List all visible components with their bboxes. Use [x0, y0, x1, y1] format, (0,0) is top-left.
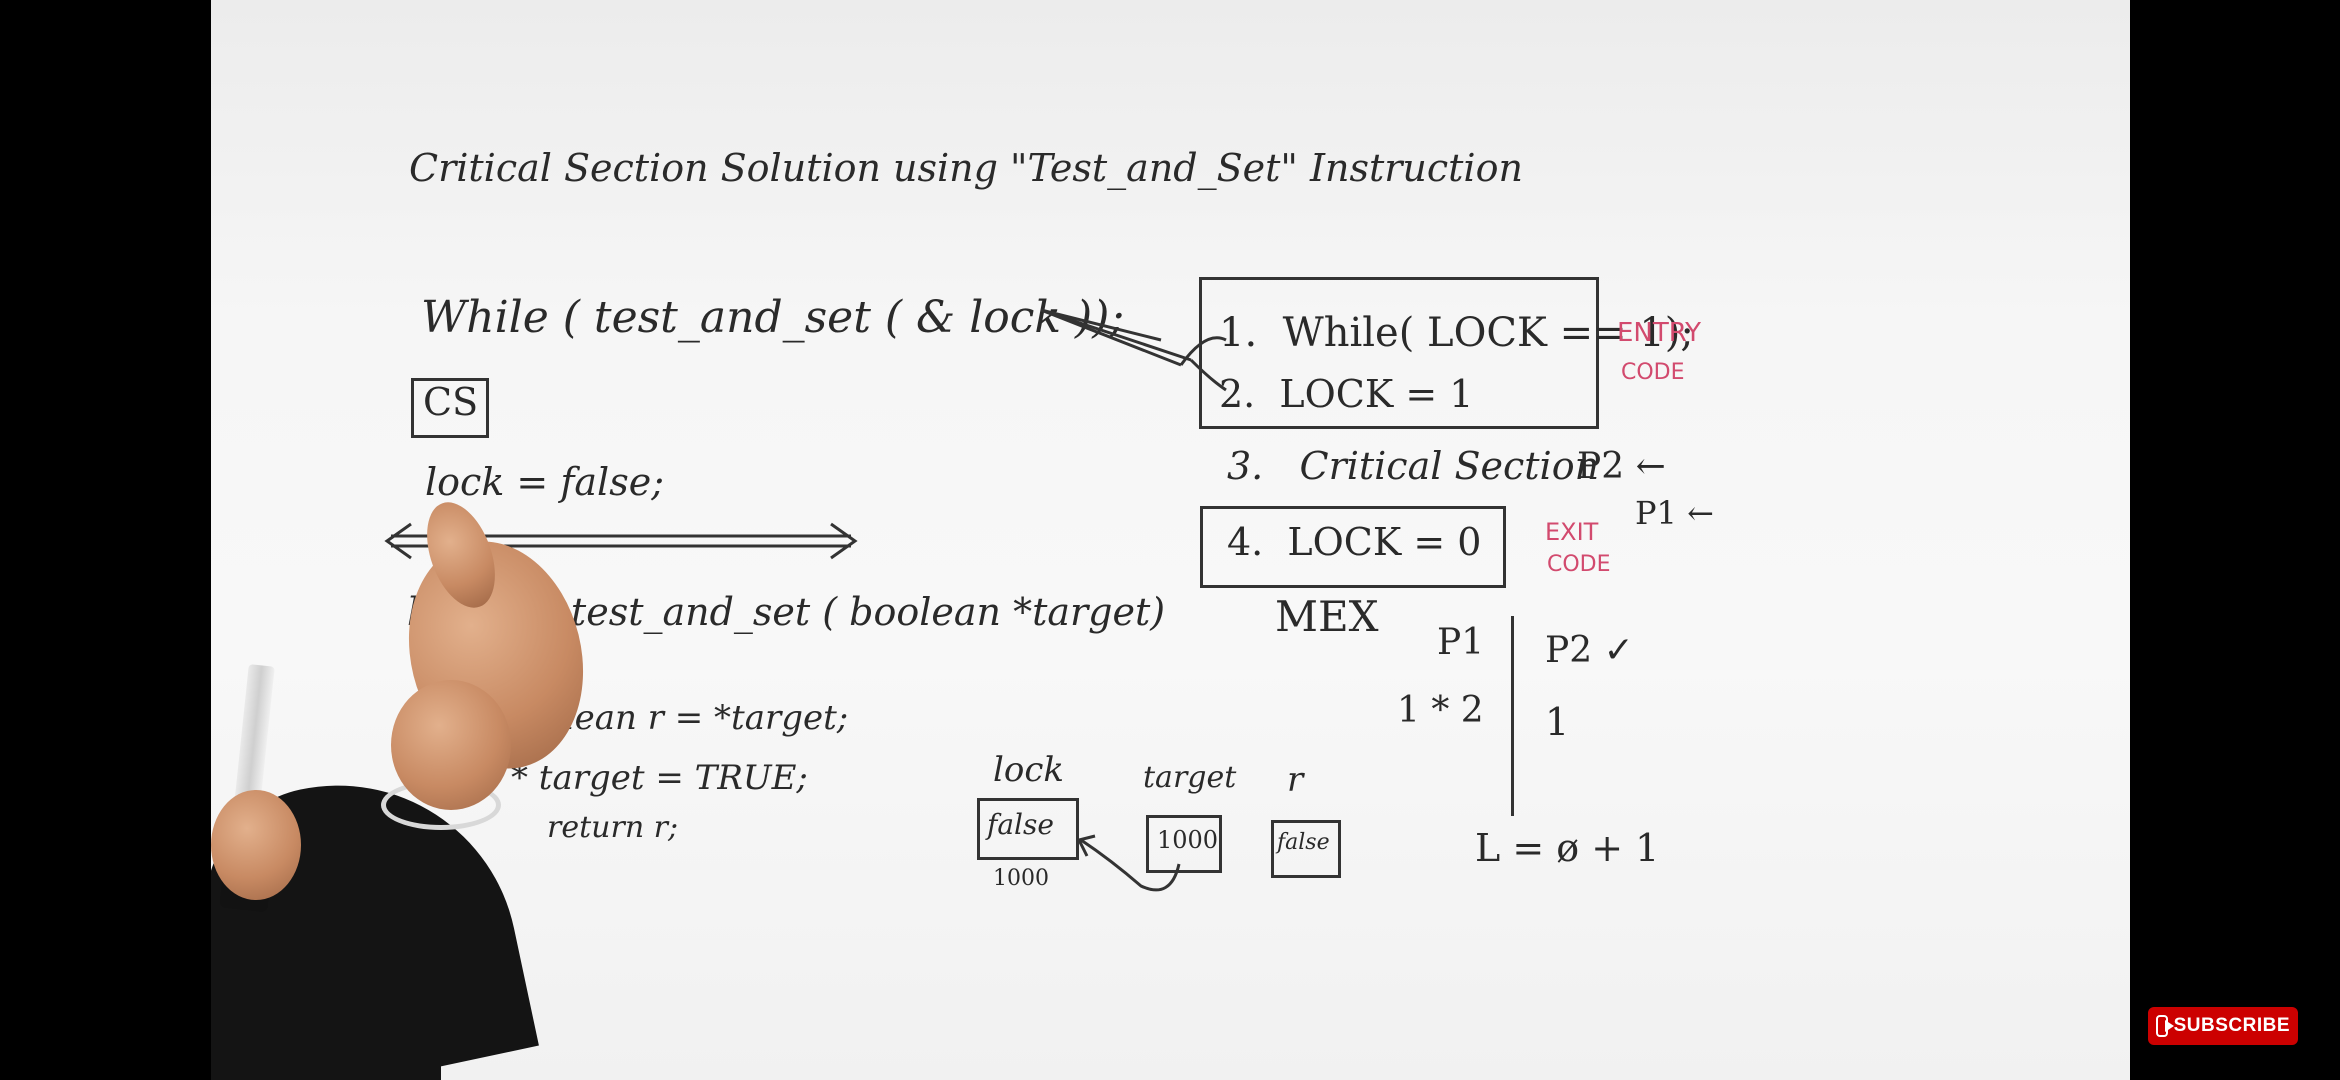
play-icon [2156, 1015, 2174, 1037]
subscribe-button[interactable]: SUBSCRIBE [2148, 1007, 2298, 1045]
mem-lock-label: lock [993, 750, 1064, 790]
pointer-arrow-icon [1040, 308, 1227, 392]
mem-r-label: r [1287, 760, 1304, 800]
step-3: 3. Critical Section [1227, 444, 1600, 488]
presenter-wrist [391, 680, 511, 810]
mem-lock-address: 1000 [993, 866, 1049, 891]
presenter-sleeve-lower [211, 880, 441, 1080]
mem-lock-value: false [987, 808, 1054, 841]
func-line-3: return r; [547, 810, 679, 845]
table-p1: P1 [1437, 622, 1485, 663]
exit-code-box [1200, 506, 1506, 588]
right-letterbox [2130, 0, 2340, 1080]
step-4: 4. LOCK = 0 [1227, 520, 1482, 564]
mem-lock-cell [977, 798, 1079, 860]
table-p2-values: 1 [1545, 700, 1570, 744]
func-line-2: * target = TRUE; [511, 758, 808, 798]
entry-call: While ( test_and_set ( & lock )); [421, 292, 1125, 343]
table-divider [1511, 616, 1514, 816]
mem-target-label: target [1143, 760, 1237, 795]
mem-r-value: false [1277, 830, 1330, 855]
entry-label: ENTRY [1617, 318, 1702, 348]
mem-target-cell [1146, 815, 1222, 873]
p2-arrow: P2 ← [1577, 446, 1666, 487]
pointer-curve-icon [1076, 834, 1181, 892]
video-frame[interactable]: Critical Section Solution using "Test_an… [211, 0, 2130, 1080]
mem-r-cell [1271, 820, 1341, 878]
table-p2: P2 ✓ [1545, 630, 1634, 671]
left-letterbox [0, 0, 211, 1080]
exit-label-code: CODE [1547, 552, 1611, 577]
cs-label: CS [423, 380, 479, 424]
exit-label: EXIT [1545, 518, 1599, 546]
step-2: 2. LOCK = 1 [1219, 372, 1474, 416]
entry-code-box [1199, 277, 1599, 429]
entry-label-code: CODE [1621, 360, 1685, 385]
p1-arrow: P1 ← [1635, 494, 1714, 532]
mem-target-value: 1000 [1157, 826, 1219, 854]
mex-label: MEX [1275, 592, 1379, 641]
cs-box [411, 378, 489, 438]
lock-equation: L = ø + 1 [1475, 826, 1660, 870]
board-title: Critical Section Solution using "Test_an… [409, 146, 1523, 190]
table-p1-values: 1 * 2 [1397, 690, 1484, 731]
step-1: 1. While( LOCK == 1); [1219, 310, 1694, 356]
presenter-other-hand [211, 790, 301, 900]
unlock-line: lock = false; [425, 460, 665, 504]
subscribe-label: SUBSCRIBE [2173, 1015, 2290, 1036]
